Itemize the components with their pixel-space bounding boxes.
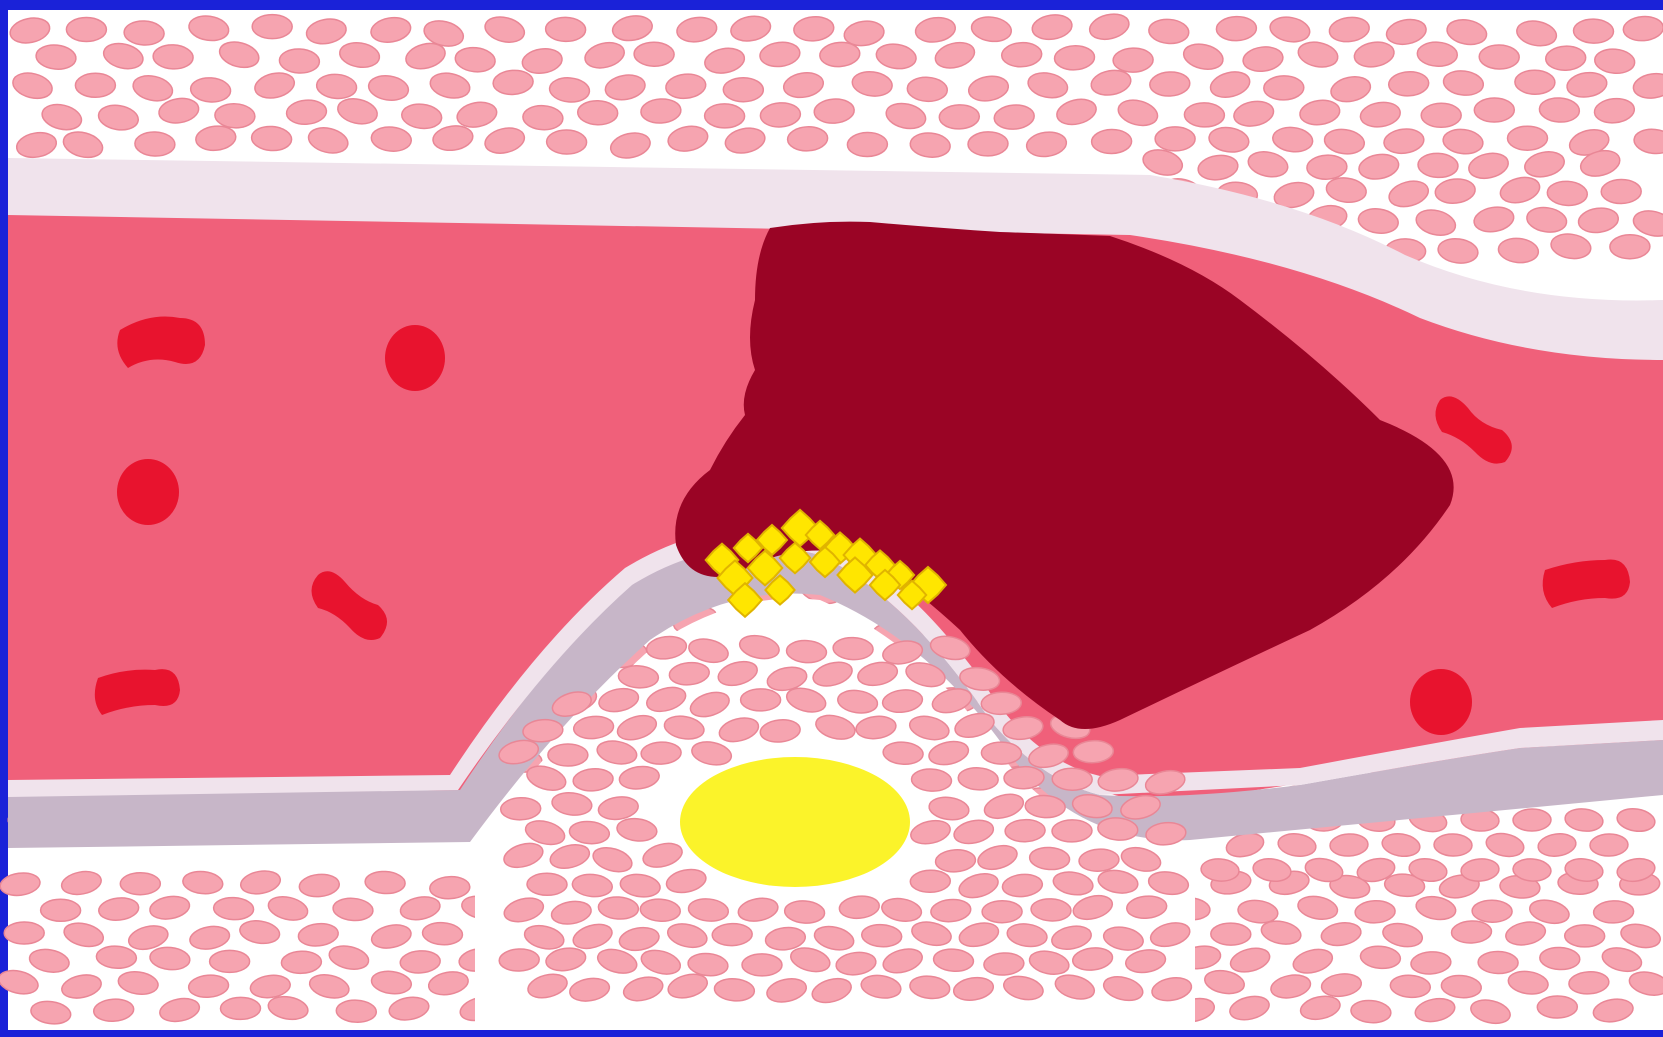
tissue-cell [75,73,115,97]
tissue-cell [982,901,1022,923]
red-blood-cell [117,459,179,525]
tissue-cell [546,130,586,155]
tissue-cell [41,899,81,921]
tissue-cell [548,744,588,766]
tissue-cell [1513,809,1551,831]
tissue-cell [1610,234,1650,259]
tissue-cell [723,78,763,102]
lipid-core [680,757,910,887]
tissue-cell [704,104,744,129]
tissue-cell [577,100,618,125]
tissue-cell [252,15,292,39]
tissue-cell [1421,103,1461,127]
tissue-cell [66,17,106,41]
tissue-cell [1474,98,1514,122]
tissue-cell [1601,179,1641,204]
tissue-cell [120,873,160,895]
tissue-cell [1472,900,1512,923]
tissue-cell [981,742,1021,765]
tissue-cell [1052,768,1092,791]
tissue-cell [1565,925,1605,947]
tissue-cell [1573,19,1614,44]
tissue-cell [1184,102,1224,127]
tissue-cell [545,17,586,42]
tissue-cell [500,797,541,820]
tissue-cell [741,689,781,711]
tissue-cell [1537,996,1577,1018]
tissue-cell [1216,16,1257,41]
tissue-cell [220,997,260,1019]
tissue-cell [634,42,674,67]
red-blood-cell [385,325,445,391]
tissue-cell [1478,951,1518,974]
tissue-cell [968,132,1008,157]
tissue-cell [1155,127,1195,151]
tissue-cell [1211,923,1251,945]
tissue-cell [210,950,250,972]
red-blood-cell [1410,669,1472,735]
tissue-cell [1434,834,1473,857]
tissue-cell [1479,45,1519,70]
tissue-cell [4,922,44,944]
tissue-cell [1113,48,1154,73]
tissue-cell [847,132,887,157]
tissue-cell [742,954,782,976]
tissue-cell [1091,129,1131,154]
tissue-cell [134,131,175,156]
tissue-cell [527,873,567,895]
tissue-cell [1590,834,1628,857]
tissue-cell [1264,75,1305,100]
tissue-cell [1005,819,1046,842]
tissue-cell [712,923,753,946]
tissue-cell [1052,820,1092,843]
tissue-cell [1507,126,1547,150]
tissue-cell [939,104,980,129]
tissue-cell [910,870,950,893]
tissue-cell [1515,70,1555,95]
